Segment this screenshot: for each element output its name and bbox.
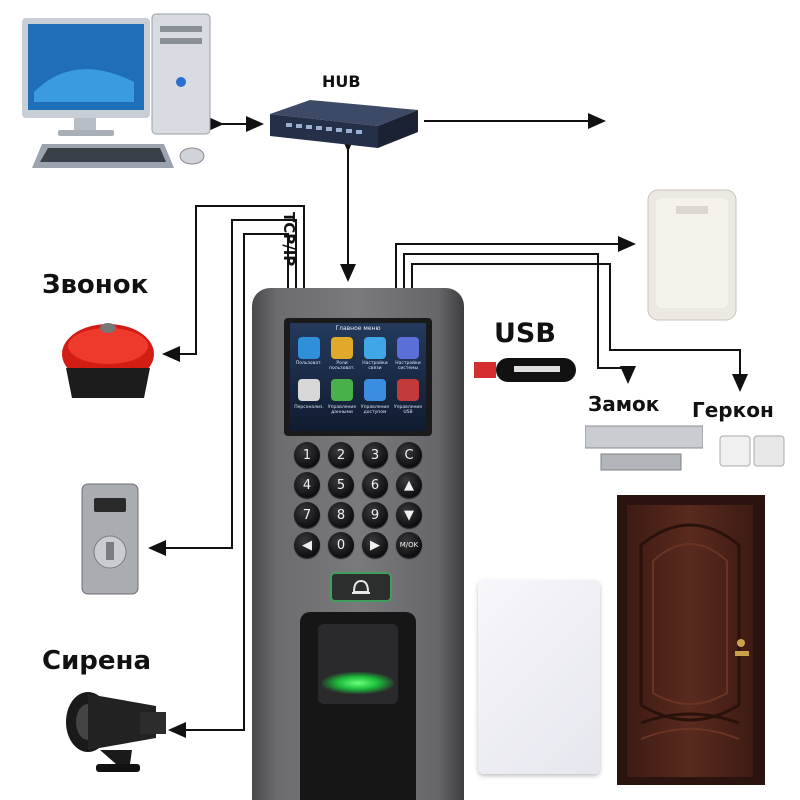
tile-icon (298, 337, 320, 359)
key[interactable]: 5 (328, 472, 354, 498)
bell-label: Звонок (42, 270, 149, 300)
tile-label: Пользоват. (295, 361, 323, 366)
usb-drive-icon (474, 354, 578, 386)
key[interactable]: 6 (362, 472, 388, 498)
key[interactable]: 3 (362, 442, 388, 468)
key[interactable]: M/OK (396, 532, 422, 558)
key[interactable]: 2 (328, 442, 354, 468)
magnetic-lock-icon (585, 422, 703, 474)
terminal-screen: Главное меню Пользоват. Роли пользоват. … (290, 323, 426, 431)
key[interactable]: 1 (294, 442, 320, 468)
rfid-card-icon (478, 580, 600, 774)
doorbell-button[interactable] (330, 572, 392, 602)
reed-switch-icon (718, 428, 786, 472)
exit-button-icon (80, 482, 140, 596)
key[interactable]: C (396, 442, 422, 468)
led-indicator (322, 672, 394, 694)
network-hub-icon (266, 96, 422, 152)
tcpip-label: TCP/IP (280, 212, 298, 267)
card-reader-icon (646, 188, 738, 322)
key[interactable]: 0 (328, 532, 354, 558)
key[interactable]: ▲ (396, 472, 422, 498)
tile-label: Настройки системы (395, 361, 421, 371)
tile-icon (364, 379, 386, 401)
tile-icon (397, 337, 419, 359)
reed-label: Геркон (692, 398, 774, 422)
key[interactable]: 8 (328, 502, 354, 528)
key[interactable]: ▶ (362, 532, 388, 558)
tile-icon (331, 337, 353, 359)
siren-label: Сирена (42, 646, 152, 676)
tile-label: Настройки связи (362, 361, 388, 371)
hub-label: HUB (322, 72, 361, 91)
computer-icon (14, 12, 224, 172)
screen-title: Главное меню (335, 325, 381, 332)
key[interactable]: 9 (362, 502, 388, 528)
key[interactable]: ▼ (396, 502, 422, 528)
tile-icon (298, 379, 320, 401)
tile-label: Роли пользоват. (329, 361, 355, 371)
bell-icon (56, 312, 160, 402)
key[interactable]: 7 (294, 502, 320, 528)
lock-label: Замок (588, 392, 660, 416)
tile-icon (397, 379, 419, 401)
siren-icon (60, 684, 170, 780)
tile-label: Управление данными (327, 405, 357, 415)
tile-label: Управление USB (393, 405, 423, 415)
key[interactable]: ◀ (294, 532, 320, 558)
tile-icon (364, 337, 386, 359)
tile-label: Управление доступом (360, 405, 390, 415)
usb-label: USB (494, 318, 556, 349)
door-panel (627, 505, 753, 777)
keypad: 1 2 3 C 4 5 6 ▲ 7 8 9 ▼ ◀ 0 ▶ M/OK (292, 440, 432, 570)
key[interactable]: 4 (294, 472, 320, 498)
tile-icon (331, 379, 353, 401)
tile-label: Персонализ. (294, 405, 324, 410)
